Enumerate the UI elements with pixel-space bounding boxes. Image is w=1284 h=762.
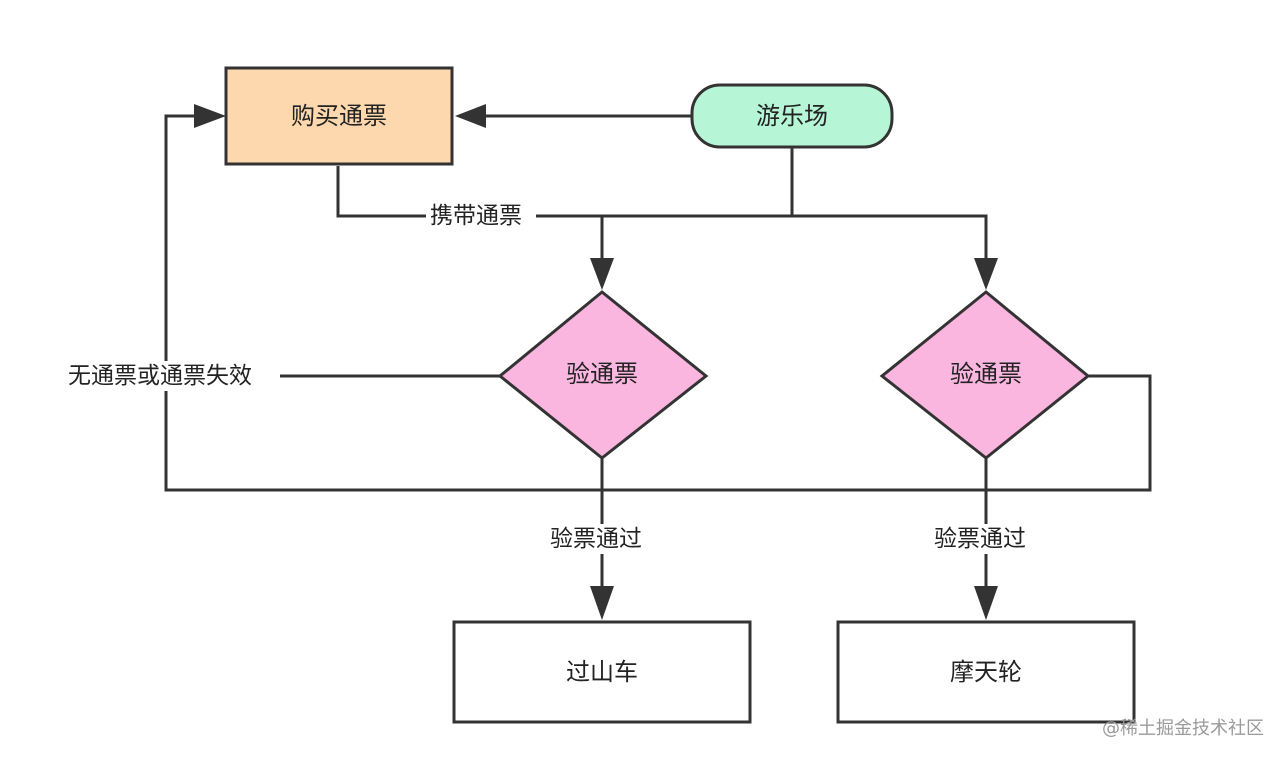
node-ferris-wheel: 摩天轮 <box>836 620 1136 724</box>
arrowheads <box>194 104 998 620</box>
pass-right-label: 验票通过 <box>934 526 1026 552</box>
ferris-wheel-label: 摩天轮 <box>950 658 1022 686</box>
roller-coaster-label: 过山车 <box>566 658 638 686</box>
connectors <box>164 114 1152 588</box>
node-check-ticket-right: 验通票 <box>879 290 1091 460</box>
node-check-ticket-left: 验通票 <box>497 290 709 460</box>
watermark: @稀土掘金技术社区 <box>1102 718 1264 739</box>
edge-no-ticket-right <box>164 374 1152 492</box>
arrowhead-to-buy <box>455 104 486 128</box>
park-label: 游乐场 <box>756 102 828 130</box>
arrowhead-to-left-check <box>590 258 614 290</box>
arrowhead-loop-to-buy <box>194 104 226 128</box>
check-ticket-right-label: 验通票 <box>950 360 1022 388</box>
pass-right-label-bg <box>930 524 1042 554</box>
arrowhead-to-roller-coaster <box>590 586 614 620</box>
arrowhead-to-ferris-wheel <box>974 586 998 620</box>
buy-ticket-label: 购买通票 <box>291 102 387 130</box>
edge-no-ticket-left <box>164 114 500 378</box>
edge-carry-ticket-line <box>336 166 988 260</box>
no-ticket-label: 无通票或通票失效 <box>68 363 252 389</box>
no-ticket-label-bg <box>66 361 280 391</box>
pass-left-label: 验票通过 <box>550 526 642 552</box>
node-buy-ticket: 购买通票 <box>224 66 454 166</box>
pass-left-label-bg <box>546 524 658 554</box>
check-ticket-left-label: 验通票 <box>566 360 638 388</box>
node-roller-coaster: 过山车 <box>452 620 752 724</box>
node-park: 游乐场 <box>690 83 894 149</box>
carry-ticket-label-bg <box>426 201 536 231</box>
arrowhead-to-right-check <box>974 258 998 290</box>
carry-ticket-label: 携带通票 <box>430 203 522 229</box>
